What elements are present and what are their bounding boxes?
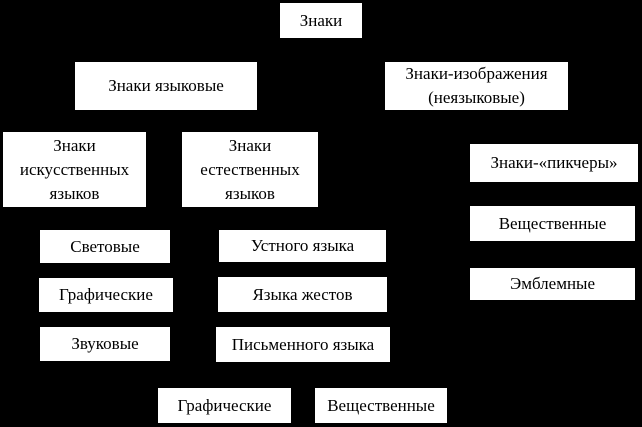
diagram-node-veshchestvennye-right: Вещественные bbox=[470, 206, 635, 241]
diagram-node-yazyka-zhestov: Языка жестов bbox=[218, 277, 387, 312]
diagram-node-graficheskie-bottom: Графические bbox=[158, 388, 291, 423]
diagram-node-znaki-izobrazheniya: Знаки-изображения (неязыковые) bbox=[385, 62, 568, 110]
diagram-node-pismennogo-yazyka: Письменного языка bbox=[216, 327, 390, 362]
diagram-node-graficheskie-left: Графические bbox=[39, 278, 173, 312]
diagram-node-ustnogo-yazyka: Устного языка bbox=[219, 230, 386, 262]
diagram-node-znaki-estestvennykh: Знаки естественных языков bbox=[182, 132, 318, 207]
diagram-node-znaki-iskusstvennykh: Знаки искусственных языков bbox=[3, 132, 146, 207]
diagram-node-znaki: Знаки bbox=[280, 3, 362, 38]
diagram-node-znaki-pikchery: Знаки-«пикчеры» bbox=[470, 144, 638, 182]
diagram-node-znaki-yazykovye: Знаки языковые bbox=[75, 62, 257, 110]
diagram-node-emblemnye: Эмблемные bbox=[470, 268, 635, 300]
diagram-node-svetovye: Световые bbox=[40, 230, 170, 263]
diagram-node-veshchestvennye-bottom: Вещественные bbox=[315, 388, 447, 423]
diagram-node-zvukovye: Звуковые bbox=[40, 327, 170, 361]
